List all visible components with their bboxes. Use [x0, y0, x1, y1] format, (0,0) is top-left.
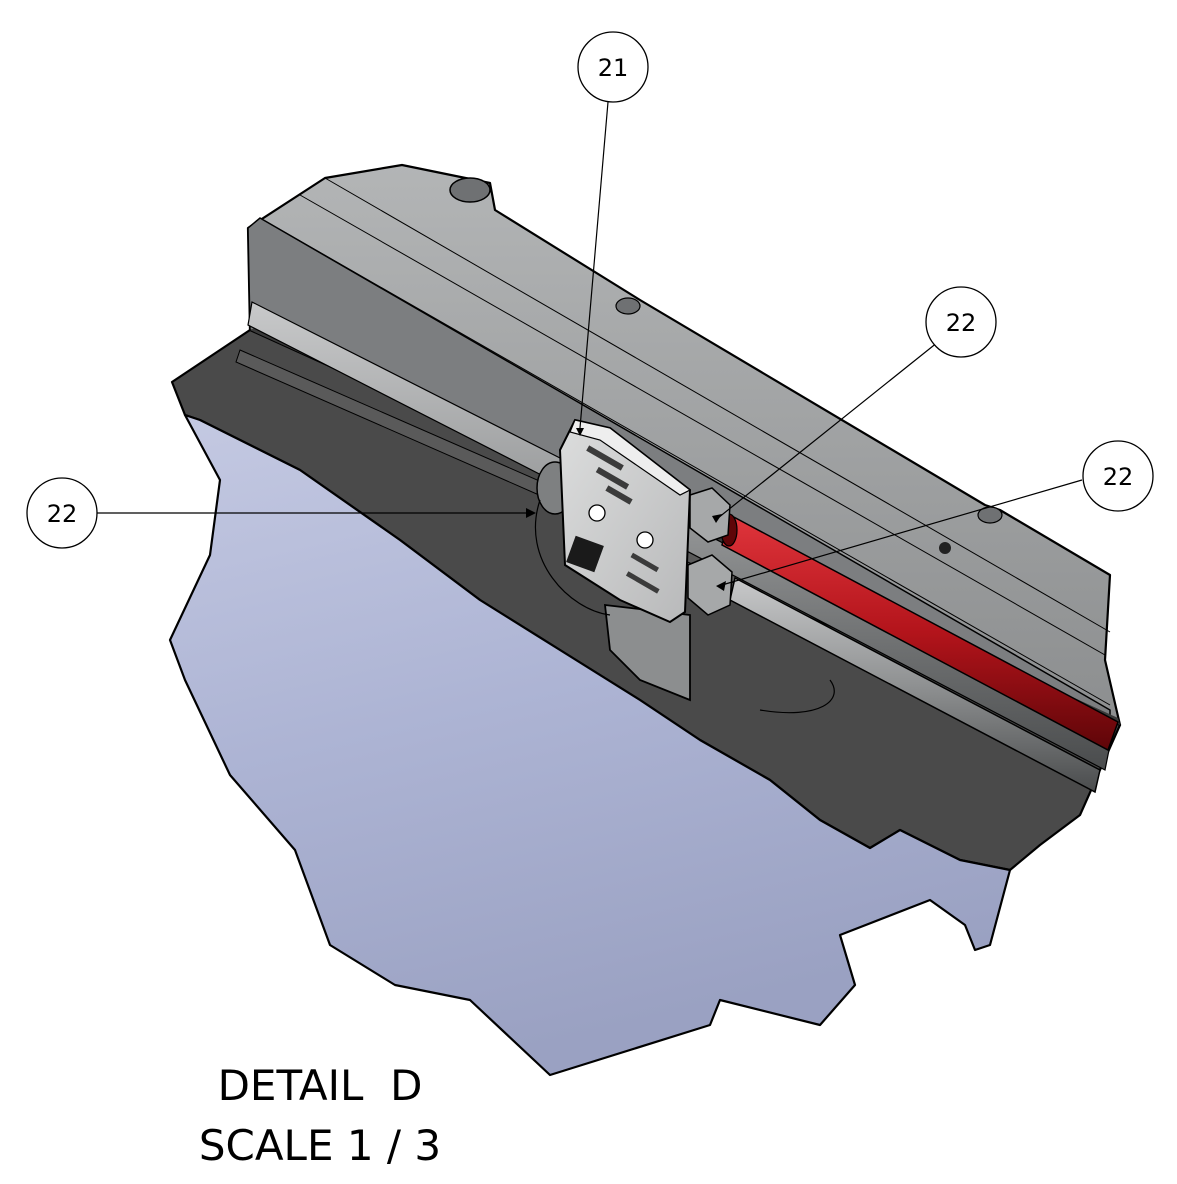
mount-ring	[534, 499, 835, 714]
top-bolt	[449, 177, 491, 203]
leader-lines	[97, 101, 1083, 591]
balloon-22-left: 22	[26, 477, 98, 549]
balloon-21: 21	[577, 31, 649, 103]
cut-section	[168, 413, 1012, 1077]
balloon-22-right-top: 22	[925, 286, 997, 358]
leader-21	[579, 101, 609, 429]
screw-hole	[939, 542, 951, 554]
balloon-21-label: 21	[598, 54, 629, 82]
sensor-block	[558, 418, 692, 702]
detail-title-line1: DETAIL D	[218, 1061, 423, 1110]
leader-22-b	[721, 479, 1083, 586]
upper-housing	[246, 163, 1122, 727]
detail-title: DETAIL D SCALE 1 / 3	[199, 1061, 441, 1170]
balloon-22-right-top-label: 22	[946, 309, 977, 337]
leader-22-a	[717, 341, 939, 519]
balloon-22-left-label: 22	[47, 500, 78, 528]
lower-tube	[729, 576, 1101, 794]
detail-title-line2: SCALE 1 / 3	[199, 1121, 441, 1170]
balloon-22-right-bottom-label: 22	[1103, 463, 1134, 491]
balloon-22-right-bottom: 22	[1082, 440, 1154, 512]
